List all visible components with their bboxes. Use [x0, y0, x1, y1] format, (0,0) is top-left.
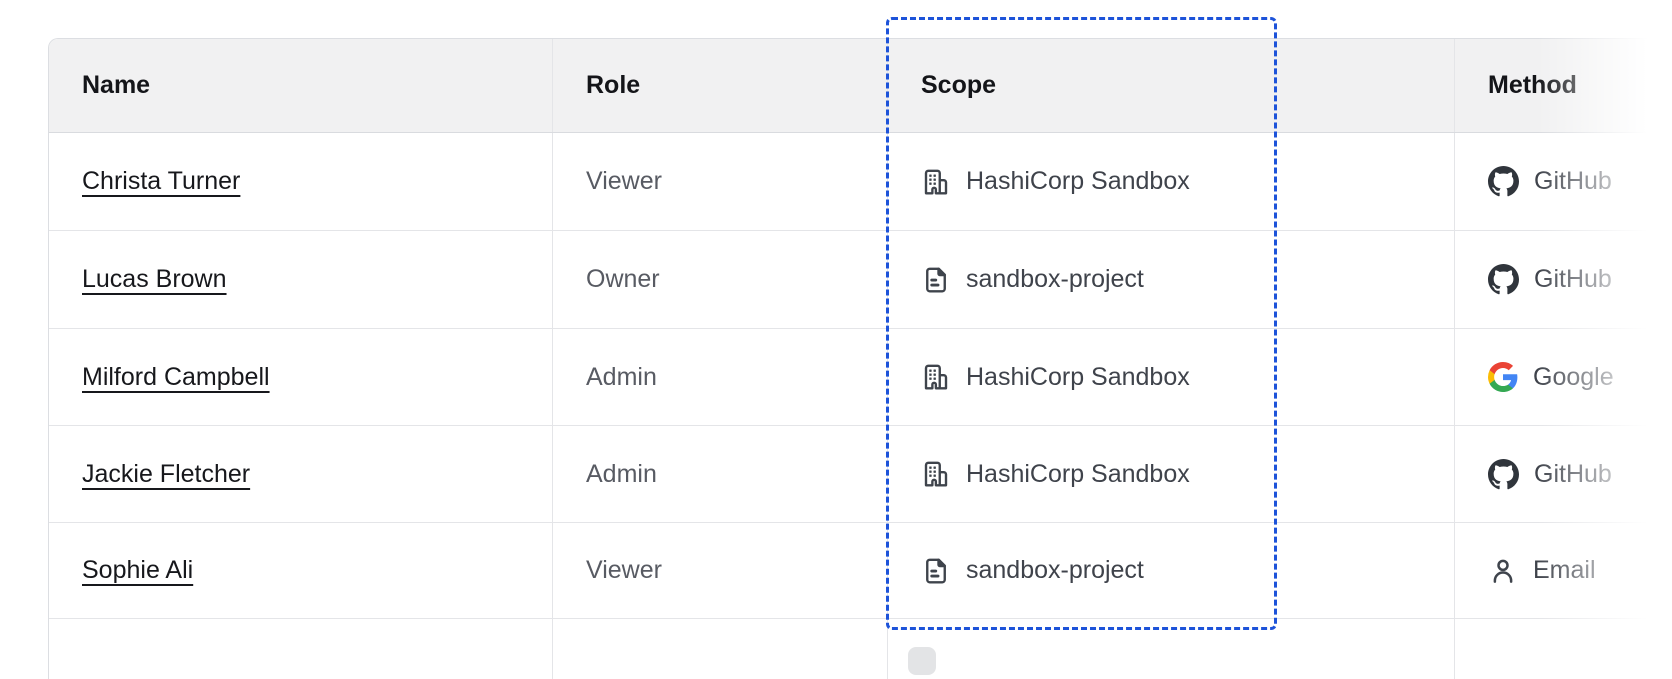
column-header-scope: Scope	[888, 39, 1455, 132]
member-name-link[interactable]: Christa Turner	[82, 167, 241, 195]
table-row: Christa Turner Viewer HashiCorp Sandbox	[49, 133, 1672, 231]
role-label: Admin	[586, 362, 657, 391]
cell-scope: sandbox-project	[888, 523, 1455, 618]
cell-method: Google	[1455, 329, 1672, 425]
method-label: Google	[1533, 362, 1614, 391]
cell-name: Christa Turner	[49, 133, 553, 230]
cell-role: Owner	[553, 231, 888, 328]
role-label: Admin	[586, 459, 657, 488]
partial-next-row	[49, 619, 1672, 679]
cell-method: GitHub	[1455, 231, 1672, 328]
column-header-method-label: Method	[1488, 71, 1577, 99]
cell-role: Admin	[553, 426, 888, 522]
github-icon	[1488, 166, 1519, 197]
scope-label: sandbox-project	[966, 556, 1144, 584]
user-icon	[1488, 556, 1518, 586]
table-header-row: Name Role Scope Method	[49, 39, 1672, 133]
cell-method: GitHub	[1455, 426, 1672, 522]
organization-icon	[921, 167, 951, 197]
cell-role: Viewer	[553, 133, 888, 230]
scope-label: HashiCorp Sandbox	[966, 167, 1190, 195]
table-row: Sophie Ali Viewer sandbox-project	[49, 523, 1672, 619]
column-header-role: Role	[553, 39, 888, 132]
file-text-icon	[921, 556, 951, 586]
method-label: GitHub	[1534, 459, 1612, 488]
partial-scope-icon	[908, 647, 936, 675]
file-text-icon	[921, 265, 951, 295]
members-table: Name Role Scope Method Christa Turner Vi…	[48, 38, 1672, 679]
cell-scope: HashiCorp Sandbox	[888, 426, 1455, 522]
column-header-name-label: Name	[82, 71, 151, 99]
organization-icon	[921, 459, 951, 489]
role-label: Owner	[586, 265, 660, 293]
method-label: GitHub	[1534, 265, 1612, 293]
column-header-method: Method	[1455, 39, 1672, 132]
table-row: Lucas Brown Owner sandbox-project	[49, 231, 1672, 329]
table-row: Milford Campbell Admin HashiCorp Sandbox	[49, 329, 1672, 426]
member-name-link[interactable]: Sophie Ali	[82, 556, 194, 584]
scope-label: HashiCorp Sandbox	[966, 362, 1190, 391]
member-name-link[interactable]: Lucas Brown	[82, 265, 227, 293]
cell-role: Viewer	[553, 523, 888, 618]
method-label: GitHub	[1534, 167, 1612, 195]
role-label: Viewer	[586, 556, 662, 584]
cell-name	[49, 619, 553, 679]
cell-role	[553, 619, 888, 679]
table-row: Jackie Fletcher Admin HashiCorp Sandbox	[49, 426, 1672, 523]
cell-method: GitHub	[1455, 133, 1672, 230]
cell-name: Milford Campbell	[49, 329, 553, 425]
scope-label: sandbox-project	[966, 265, 1144, 293]
column-header-role-label: Role	[586, 71, 641, 99]
organization-icon	[921, 362, 951, 392]
cell-name: Lucas Brown	[49, 231, 553, 328]
column-header-scope-label: Scope	[921, 71, 997, 99]
column-header-name: Name	[49, 39, 553, 132]
cell-method	[1455, 619, 1672, 679]
cell-scope	[888, 619, 1455, 679]
cell-method: Email	[1455, 523, 1672, 618]
cell-role: Admin	[553, 329, 888, 425]
method-label: Email	[1533, 556, 1596, 584]
member-name-link[interactable]: Milford Campbell	[82, 362, 270, 391]
role-label: Viewer	[586, 167, 662, 195]
github-icon	[1488, 458, 1519, 490]
cell-scope: HashiCorp Sandbox	[888, 133, 1455, 230]
cell-name: Jackie Fletcher	[49, 426, 553, 522]
scope-label: HashiCorp Sandbox	[966, 459, 1190, 488]
cell-scope: sandbox-project	[888, 231, 1455, 328]
member-name-link[interactable]: Jackie Fletcher	[82, 459, 251, 488]
cell-scope: HashiCorp Sandbox	[888, 329, 1455, 425]
github-icon	[1488, 264, 1519, 295]
cell-name: Sophie Ali	[49, 523, 553, 618]
google-icon	[1488, 362, 1518, 392]
